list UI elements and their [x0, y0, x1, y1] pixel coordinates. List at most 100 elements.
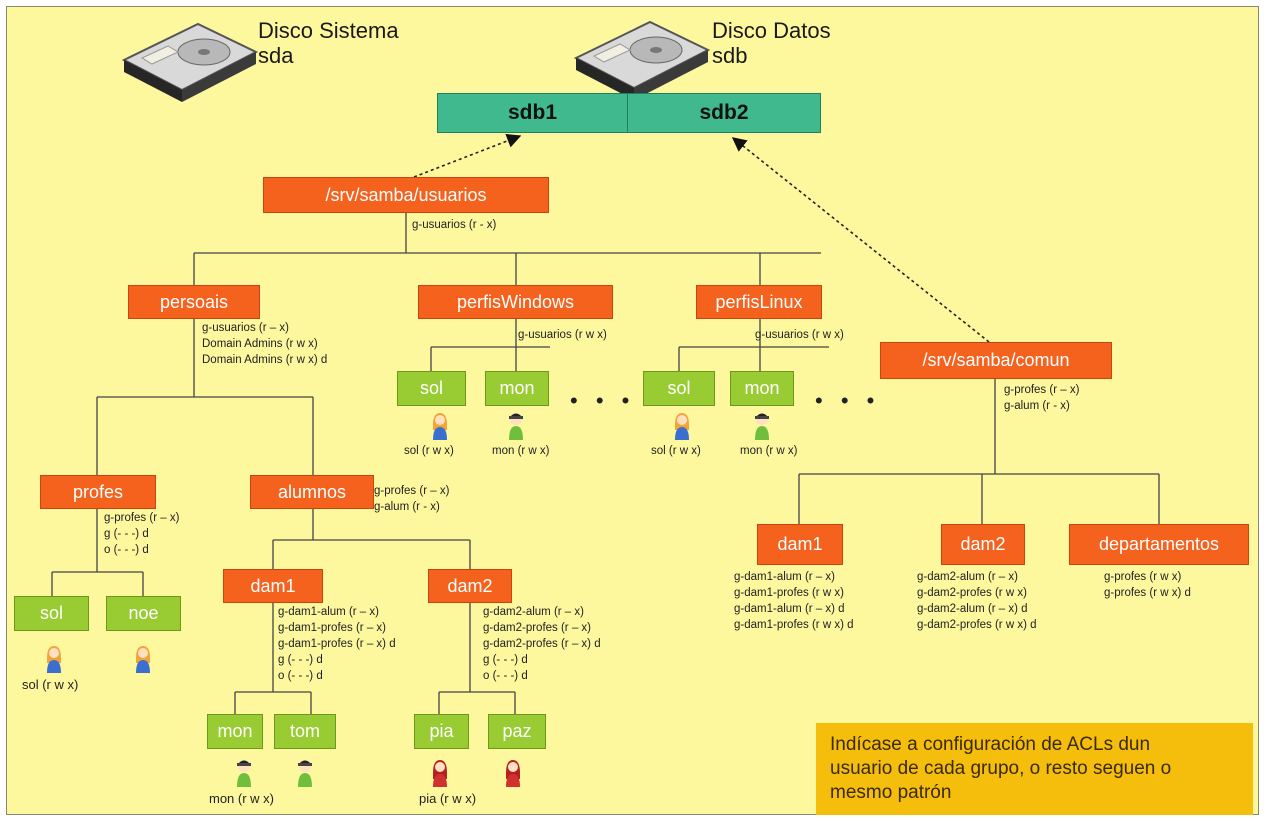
acl-line: g-dam1-profes (r w x) — [734, 587, 844, 599]
user-female-icon — [672, 410, 692, 440]
acl-line: g (- - -) d — [278, 654, 323, 666]
acl-comun-dam1: g-dam1-alum (r – x) g-dam1-profes (r w x… — [734, 569, 854, 633]
folder-alumnos-dam2: dam2 — [428, 569, 512, 603]
link-perfislinux-children — [678, 319, 829, 371]
user-red-icon — [503, 757, 523, 787]
hard-disk-icon — [120, 20, 260, 105]
user-folder-pia: pia — [414, 714, 469, 749]
note-box: Indícase a configuración de ACLs dun usu… — [816, 723, 1253, 815]
partition-sdb2: sdb2 — [627, 93, 821, 133]
acl-line: g-dam2-alum (r – x) — [917, 571, 1018, 583]
acl-line: g-dam2-profes (r w x) d — [917, 619, 1037, 631]
more-ellipsis: • • • — [815, 388, 881, 413]
acl-profes: g-profes (r – x) g (- - -) d o (- - -) d — [104, 510, 179, 558]
user-folder-sol: sol — [14, 596, 89, 631]
user-perm: pia (r w x) — [419, 791, 477, 806]
user-perm: mon (r w x) — [209, 791, 274, 806]
acl-line: g-profes (r – x) — [374, 485, 450, 497]
acl-line: g-dam2-profes (r w x) — [917, 587, 1027, 599]
more-ellipsis: • • • — [570, 388, 636, 413]
folder-departamentos: departamentos — [1069, 524, 1249, 565]
folder-comun-dam2: dam2 — [941, 524, 1025, 565]
acl-line: g-dam2-profes (r – x) — [483, 622, 592, 634]
acl-line: g-usuarios (r – x) — [202, 322, 289, 334]
link-alumnos-children — [272, 509, 471, 569]
diagram-canvas — [6, 6, 1259, 815]
user-male-icon — [752, 410, 772, 440]
link-perfiswindows-children — [430, 319, 550, 371]
acl-persoais: g-usuarios (r – x) Domain Admins (r w x)… — [202, 320, 327, 368]
disk-device: sdb — [712, 43, 748, 68]
link-comun-children — [798, 379, 1160, 524]
user-red-icon — [430, 757, 450, 787]
user-perm: mon (r w x) — [740, 445, 798, 457]
folder-comun-dam1: dam1 — [757, 524, 843, 565]
folder-alumnos-dam1: dam1 — [223, 569, 323, 603]
folder-perfiswindows: perfisWindows — [418, 285, 613, 319]
acl-perfislinux: g-usuarios (r w x) — [755, 329, 844, 341]
acl-line: g-dam1-profes (r – x) d — [278, 638, 396, 650]
folder-srv-samba-usuarios: /srv/samba/usuarios — [263, 177, 549, 213]
acl-line: g-dam1-alum (r – x) — [734, 571, 835, 583]
acl-line: Domain Admins (r w x) — [202, 338, 318, 350]
acl-line: g-dam2-alum (r – x) — [483, 606, 584, 618]
disk-name: Disco Sistema — [258, 18, 399, 43]
link-dam2-children — [438, 603, 516, 714]
user-folder-paz: paz — [488, 714, 546, 749]
arrow-usuarios-to-sdb1 — [413, 133, 522, 178]
acl-line: g-dam2-profes (r – x) d — [483, 638, 601, 650]
acl-perfiswindows: g-usuarios (r w x) — [518, 329, 607, 341]
user-folder-tom: tom — [274, 714, 336, 749]
acl-line: g-dam1-profes (r – x) — [278, 622, 387, 634]
partition-sdb1: sdb1 — [437, 93, 628, 133]
user-perm: sol (r w x) — [22, 677, 79, 692]
user-folder-sol: sol — [397, 371, 466, 406]
folder-alumnos: alumnos — [250, 475, 374, 509]
folder-srv-samba-comun: /srv/samba/comun — [880, 342, 1112, 379]
acl-line: g-profes (r w x) d — [1104, 587, 1191, 599]
note-line: usuario de cada grupo, o resto seguen o — [830, 758, 1172, 779]
acl-comun: g-profes (r – x) g-alum (r - x) — [1004, 382, 1079, 414]
link-profes-children — [51, 509, 144, 596]
note-line: mesmo patrón — [830, 782, 952, 803]
acl-usuarios: g-usuarios (r - x) — [412, 219, 497, 231]
folder-persoais: persoais — [128, 285, 260, 319]
acl-line: g-alum (r - x) — [1004, 400, 1070, 412]
user-female-icon — [430, 410, 450, 440]
folder-perfislinux: perfisLinux — [696, 285, 822, 319]
acl-line: g-dam2-alum (r – x) d — [917, 603, 1028, 615]
folder-profes: profes — [40, 475, 156, 509]
user-male-icon — [234, 757, 254, 787]
user-perm: sol (r w x) — [404, 445, 454, 457]
user-perm: mon (r w x) — [492, 445, 550, 457]
user-male-icon — [506, 410, 526, 440]
acl-alumnos: g-profes (r – x) g-alum (r - x) — [374, 483, 449, 515]
user-folder-noe: noe — [106, 596, 181, 631]
link-dam1-children — [234, 603, 312, 714]
disk-name: Disco Datos — [712, 18, 831, 43]
user-folder-sol: sol — [643, 371, 715, 406]
acl-line: g-profes (r – x) — [104, 512, 180, 524]
acl-line: o (- - -) d — [483, 670, 528, 682]
user-folder-mon: mon — [485, 371, 549, 406]
disk-device: sda — [258, 43, 294, 68]
acl-line: g-profes (r – x) — [1004, 384, 1080, 396]
acl-line: o (- - -) d — [104, 544, 149, 556]
acl-line: g-dam1-alum (r – x) d — [734, 603, 845, 615]
user-folder-mon: mon — [730, 371, 794, 406]
acl-line: g-dam1-profes (r w x) d — [734, 619, 854, 631]
acl-comun-dam2: g-dam2-alum (r – x) g-dam2-profes (r w x… — [917, 569, 1037, 633]
disk-sistema-title: Disco Sistema sda — [258, 18, 399, 68]
acl-line: g-profes (r w x) — [1104, 571, 1182, 583]
acl-departamentos: g-profes (r w x) g-profes (r w x) d — [1104, 569, 1191, 601]
acl-line: o (- - -) d — [278, 670, 323, 682]
link-persoais-children — [96, 319, 314, 475]
user-male-icon — [295, 757, 315, 787]
user-female-icon — [133, 643, 153, 673]
acl-line: g-alum (r - x) — [374, 501, 440, 513]
acl-line: g (- - -) d — [104, 528, 149, 540]
link-usuarios-children — [193, 213, 821, 285]
user-perm: sol (r w x) — [651, 445, 701, 457]
